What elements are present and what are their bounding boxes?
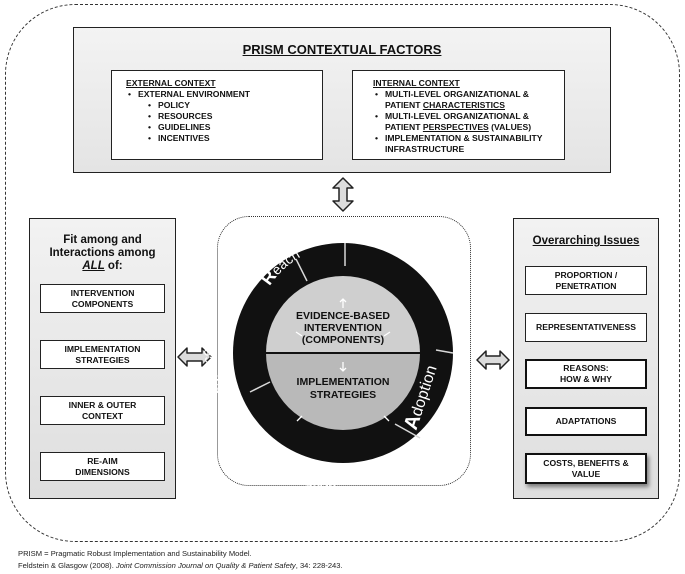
overarching-issues-panel bbox=[513, 218, 659, 499]
internal-context-box: INTERNAL CONTEXT MULTI-LEVEL ORGANIZATIO… bbox=[352, 70, 565, 160]
double-arrow-left-icon bbox=[177, 347, 212, 367]
issue-item-proportion-penetration: PROPORTION /PENETRATION bbox=[525, 266, 647, 295]
evidence-based-intervention-half bbox=[266, 276, 420, 353]
overarching-issues-title: Overarching Issues bbox=[532, 235, 640, 247]
internal-context-heading: INTERNAL CONTEXT bbox=[373, 78, 460, 88]
internal-bullet-characteristics: MULTI-LEVEL ORGANIZATIONAL & PATIENT CHA… bbox=[373, 89, 564, 111]
fit-among-title: Fit among and Interactions among ALL of: bbox=[49, 234, 156, 272]
circle-top-line1: EVIDENCE-BASED bbox=[296, 310, 390, 322]
circle-bottom-line1: IMPLEMENTATION bbox=[297, 376, 390, 388]
circle-top-line3: (COMPONENTS) bbox=[302, 334, 384, 346]
issue-item-reasons: REASONS:HOW & WHY bbox=[525, 359, 647, 389]
prism-title: PRISM CONTEXTUAL FACTORS bbox=[242, 42, 442, 57]
internal-bullet-infrastructure: IMPLEMENTATION & SUSTAINABILITY INFRASTR… bbox=[373, 133, 564, 155]
double-arrow-right-icon bbox=[476, 350, 510, 370]
double-arrow-vertical-icon bbox=[332, 177, 354, 212]
external-item-guidelines: GUIDELINES bbox=[126, 122, 322, 133]
implementation-strategies-half bbox=[266, 353, 420, 430]
external-item-policy: POLICY bbox=[126, 100, 322, 111]
footer-citation: Feldstein & Glasgow (2008). Joint Commis… bbox=[18, 561, 343, 570]
external-item-resources: RESOURCES bbox=[126, 111, 322, 122]
internal-bullet-perspectives: MULTI-LEVEL ORGANIZATIONAL & PATIENT PER… bbox=[373, 111, 564, 133]
external-environment-bullet: EXTERNAL ENVIRONMENT bbox=[126, 89, 322, 100]
external-context-box: EXTERNAL CONTEXT EXTERNAL ENVIRONMENT PO… bbox=[111, 70, 323, 160]
outer-dashed-boundary bbox=[5, 4, 680, 542]
circle-top-line2: INTERVENTION bbox=[304, 322, 382, 334]
external-context-heading: EXTERNAL CONTEXT bbox=[126, 78, 216, 88]
issue-item-adaptations: ADAPTATIONS bbox=[525, 407, 647, 436]
circle-bottom-line2: STRATEGIES bbox=[310, 389, 376, 401]
issue-item-costs-benefits-value: COSTS, BENEFITS &VALUE bbox=[525, 453, 647, 484]
external-item-incentives: INCENTIVES bbox=[126, 133, 322, 144]
issue-item-representativeness: REPRESENTATIVENESS bbox=[525, 313, 647, 342]
footer-prism-definition: PRISM = Pragmatic Robust Implementation … bbox=[18, 549, 252, 558]
re-aim-center-frame bbox=[217, 216, 471, 486]
